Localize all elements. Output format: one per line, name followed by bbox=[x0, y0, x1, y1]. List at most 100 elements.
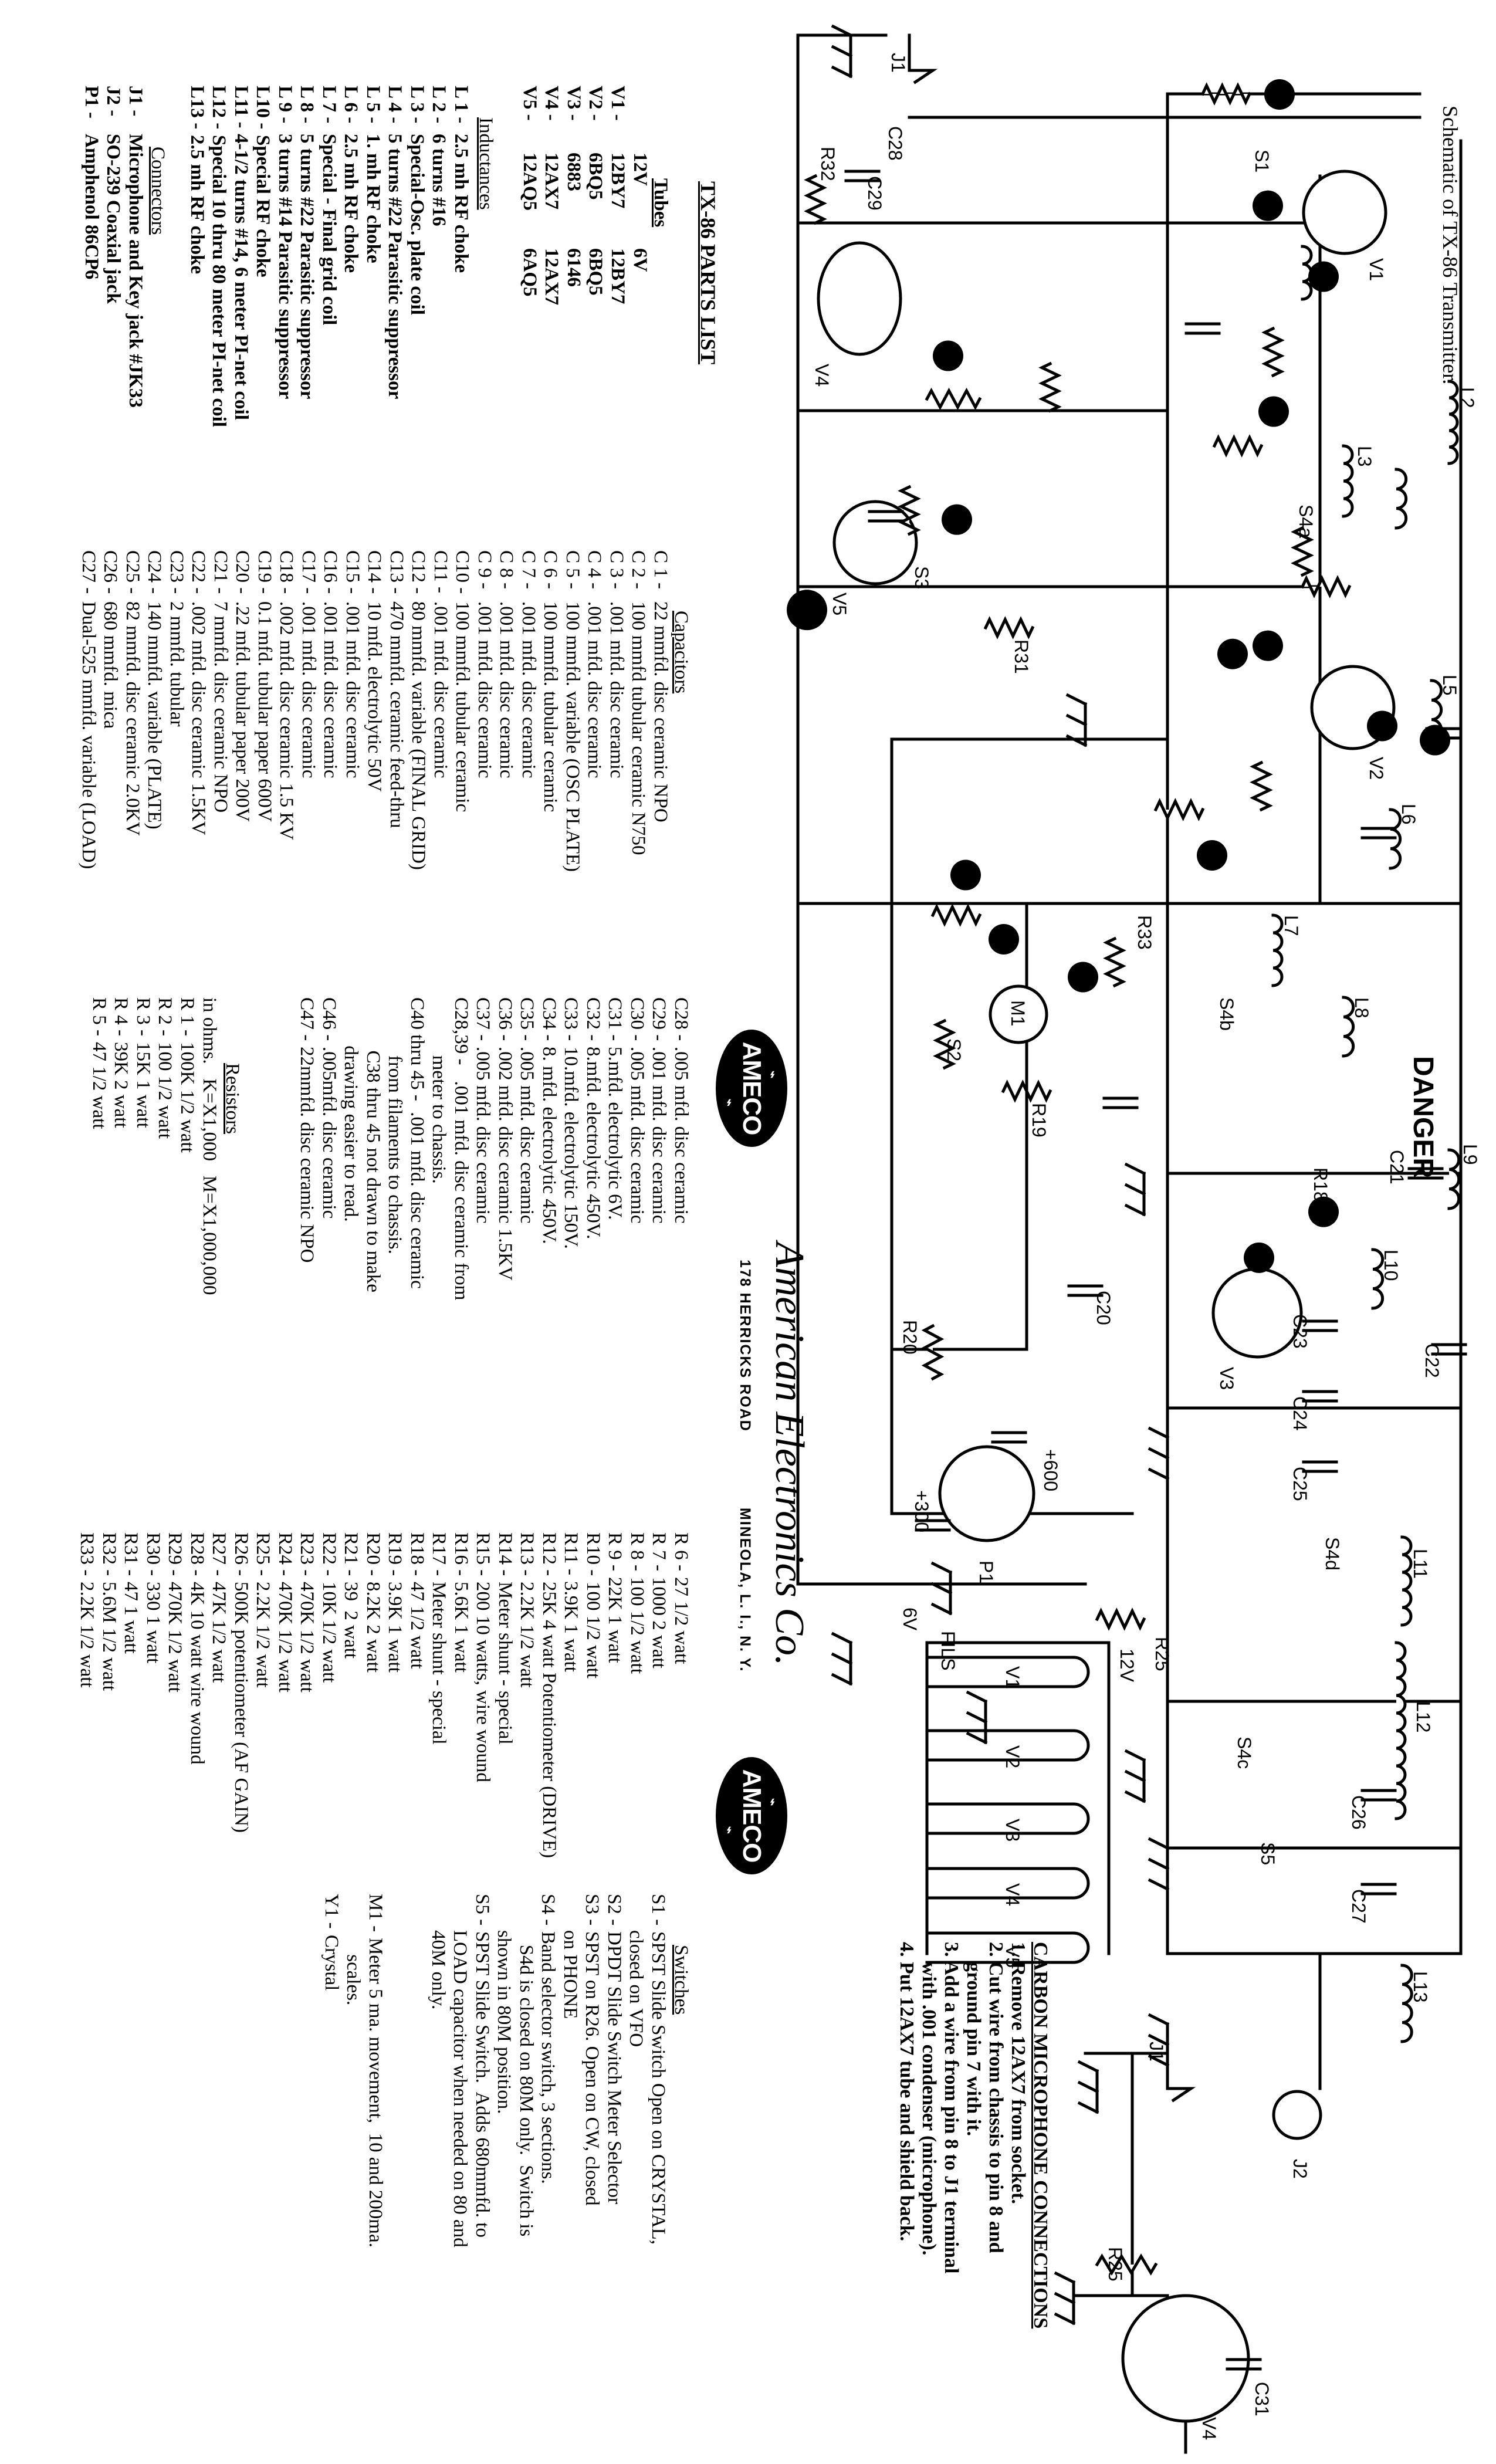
capacitor-row-label: C12 - bbox=[408, 550, 429, 594]
resistor-symbol bbox=[1095, 2253, 1158, 2276]
schematic-label: C26 bbox=[1348, 1795, 1369, 1830]
schematic-label: R18 bbox=[1310, 1167, 1331, 1202]
capacitor-row-label: C 5 - bbox=[562, 550, 583, 589]
test-point-circle bbox=[950, 859, 981, 891]
inductance-row-label: L12 - bbox=[208, 86, 230, 130]
resistor-row-label: R 1 - bbox=[177, 997, 198, 1036]
capacitor-row-value: .001 mfd. disc ceramic bbox=[430, 601, 451, 779]
resistor-symbol bbox=[933, 1018, 956, 1070]
capacitor-row-value: .005 mfd. disc ceramic bbox=[472, 1047, 494, 1224]
inductance-row-label: L10 - bbox=[252, 86, 274, 130]
connector-row-value: Microphone and Key jack #JK33 bbox=[125, 134, 146, 408]
switch-row-value: closed on VFO bbox=[625, 1930, 647, 2047]
capacitor-row-value: 10.mfd. electrolytic 150V. bbox=[560, 1047, 582, 1249]
capacitor-row-label: C 6 - bbox=[540, 550, 561, 589]
schematic-label: R25 bbox=[1152, 1637, 1173, 1671]
inductance-row-value: 4-1/2 turns #14, 6 meter PI-net coil bbox=[231, 134, 252, 420]
capacitor-row-value: 2 mmfd. tubular bbox=[166, 601, 187, 727]
capacitor-row-value: 680 mmfd. mica bbox=[100, 601, 121, 729]
inductor-symbol bbox=[1395, 1641, 1407, 1820]
tube-row-label: V1 - bbox=[607, 86, 628, 121]
resistor-row-value: 470K 1/2 watt bbox=[164, 1582, 186, 1693]
switch-row-label: S5 - bbox=[472, 1894, 493, 1926]
capacitor-symbol bbox=[1431, 1343, 1467, 1356]
schematic-label: S1 bbox=[1251, 150, 1272, 172]
inductance-row-value: Special-Osc. plate coil bbox=[407, 134, 428, 315]
capacitor-row-value: .22 mfd. tubular paper 200V bbox=[232, 601, 253, 822]
capacitor-row-value: 470 mmfd. ceramic feed-thru bbox=[386, 601, 407, 828]
resistor-row-label: R24 - bbox=[275, 1532, 296, 1576]
inductance-row-label: L 9 - bbox=[275, 86, 296, 124]
resistor-row-label: R10 - bbox=[583, 1532, 604, 1576]
resistor-row-value: 8.2K 2 watt bbox=[363, 1582, 384, 1673]
schematic-label: S2 bbox=[943, 1038, 964, 1061]
capacitor-row-value: from filaments to chassis. bbox=[384, 1041, 406, 1254]
connector-row-label: P1 - bbox=[81, 86, 102, 119]
resistor-row-value: 2.2K 1/2 watt bbox=[76, 1582, 98, 1688]
switch-row-label: S2 - bbox=[604, 1894, 625, 1926]
ameco-logo: ⌁ AMECO ⌁ bbox=[716, 1030, 787, 1147]
schematic-label: S4d bbox=[1322, 1537, 1343, 1571]
capacitor-row-value: .001 mfd. disc ceramic bbox=[648, 1047, 670, 1224]
resistor-symbol bbox=[930, 903, 982, 927]
resistor-row-label: R 5 - bbox=[89, 997, 110, 1036]
capacitor-row-label: C11 - bbox=[430, 550, 451, 594]
capacitor-symbol bbox=[1360, 827, 1397, 840]
switch-row-value: shown in 80M position. bbox=[493, 1930, 515, 2114]
capacitor-row-value: 5.mfd. electrolytic 6V. bbox=[604, 1047, 626, 1220]
resistor-row-value: 47 1/2 watt bbox=[407, 1582, 428, 1669]
resistor-row-value: 47 1/2 watt bbox=[89, 1042, 110, 1129]
switch-row-value: SPST Slide Switch Open on CRYSTAL, bbox=[648, 1931, 669, 2245]
schematic-label: L13 bbox=[1410, 1971, 1431, 2002]
ameco-logo: ⌁ AMECO ⌁ bbox=[716, 1757, 787, 1874]
schematic-label: S4a bbox=[1295, 505, 1316, 538]
schematic-label: R20 bbox=[899, 1320, 920, 1355]
capacitor-row-value: meter to chassis. bbox=[428, 1041, 450, 1184]
carbon-mic-label: V4 bbox=[1199, 2417, 1220, 2440]
filament-loop bbox=[925, 1802, 1090, 1835]
capacitor-row-value: .001 mfd. disc ceramic bbox=[474, 601, 495, 779]
capacitor-row-label: C47 - bbox=[296, 997, 318, 1041]
inductance-row-value: 3 turns #14 Parasitic suppressor bbox=[275, 134, 296, 400]
resistor-row-label: R22 - bbox=[319, 1532, 340, 1576]
test-point-circle bbox=[942, 504, 972, 535]
resistor-symbol bbox=[898, 485, 921, 536]
capacitor-row-value: .001 mfd. disc ceramic bbox=[584, 601, 605, 779]
resistor-row-value: 500K potentiometer (AF GAIN) bbox=[231, 1582, 252, 1833]
schematic-label: L5 bbox=[1439, 675, 1460, 696]
schematic-label: C27 bbox=[1348, 1889, 1369, 1924]
capacitor-row-label: C35 - bbox=[516, 997, 538, 1041]
resistor-row-label: R20 - bbox=[363, 1532, 384, 1576]
schematic-label: V3 bbox=[1216, 1367, 1237, 1390]
resistor-row-label: R 7 - bbox=[648, 1532, 670, 1571]
capacitor-symbol bbox=[1226, 2358, 1262, 2371]
capacitor-symbol bbox=[1184, 322, 1221, 335]
ground-symbol bbox=[1065, 693, 1088, 747]
capacitor-row-label: C 1 - bbox=[650, 550, 671, 589]
resistor-row-label: R18 - bbox=[407, 1532, 428, 1576]
schematic-label: C29 bbox=[864, 176, 885, 211]
capacitor-row-value: .005 mfd. disc ceramic bbox=[516, 1047, 538, 1224]
filament-tube-label: V1 bbox=[1002, 1666, 1023, 1689]
capacitor-row-value: 0.1 mfd. tubular paper 600V bbox=[254, 601, 275, 822]
misc-part-row-label: Y1 - bbox=[321, 1894, 342, 1929]
capacitor-row-label: C 9 - bbox=[474, 550, 495, 589]
carbon-mic-heading: CARBON MICROPHONE CONNECTIONS bbox=[1030, 1942, 1051, 2329]
resistor-symbol bbox=[1103, 936, 1126, 988]
lightning-icon: ⌁ bbox=[766, 1798, 780, 1806]
tube-v3 bbox=[1211, 1267, 1303, 1359]
capacitor-symbol bbox=[915, 1519, 951, 1532]
inductance-row-value: Special RF choke bbox=[252, 135, 274, 277]
schematic-label: J2 bbox=[1289, 2159, 1311, 2179]
tube-row-value-6v: 12AX7 bbox=[541, 248, 563, 306]
schematic-label: V2 bbox=[1366, 757, 1387, 780]
carbon-mic-step: 3. Add a wire from pin 8 to J1 terminal bbox=[940, 1942, 962, 2274]
inductor-symbol bbox=[1371, 1248, 1385, 1310]
schematic-label: V1 bbox=[1366, 258, 1387, 281]
capacitor-row-value: .002 mfd. disc ceramic 1.5KV bbox=[188, 601, 209, 835]
capacitor-row-value: .001 mfd. disc ceramic bbox=[298, 601, 319, 779]
tube-row-value-6v: 6BQ5 bbox=[585, 248, 607, 296]
switches-heading: Switches bbox=[671, 1945, 692, 2015]
resistor-row-value: 10K 1/2 watt bbox=[319, 1582, 340, 1683]
socket-p1 bbox=[938, 1445, 1035, 1542]
